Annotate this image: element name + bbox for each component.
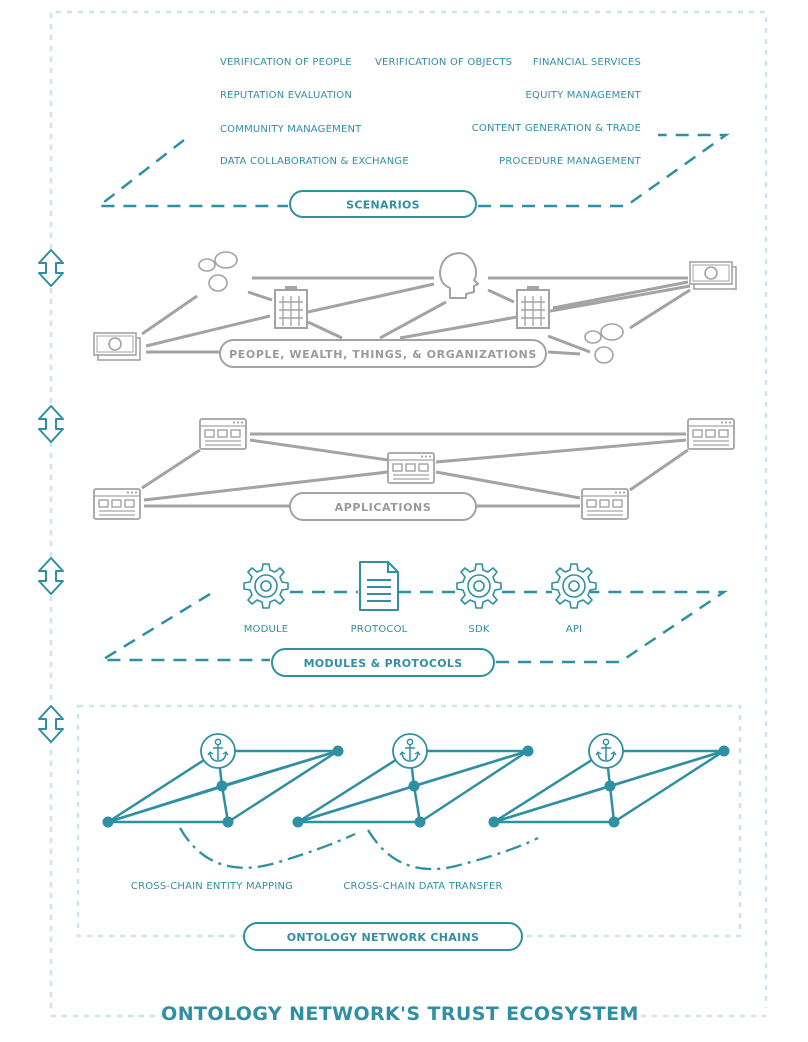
bidirectional-arrow-icon [38, 705, 64, 743]
api-label: API [566, 624, 582, 635]
scenario-item: VERIFICATION OF OBJECTS [375, 57, 512, 68]
chains-pill [243, 922, 523, 951]
app-window-icon [93, 488, 141, 520]
building-icon [274, 285, 308, 329]
scenario-item: COMMUNITY MANAGEMENT [220, 124, 362, 135]
chains-layer: CROSS-CHAIN ENTITY MAPPING CROSS-CHAIN D… [76, 704, 742, 951]
person-icon [439, 252, 479, 299]
chain-node [488, 816, 500, 828]
scenario-item: REPUTATION EVALUATION [220, 90, 352, 101]
chain-nodes [102, 745, 730, 828]
scenarios-plane [95, 133, 730, 208]
sdk-gear-icon [456, 563, 502, 609]
scenario-item: VERIFICATION OF PEOPLE [220, 57, 352, 68]
chain-node [718, 745, 730, 757]
chain-node [332, 745, 344, 757]
money-icon [689, 261, 737, 290]
scenario-item: CONTENT GENERATION & TRADE [472, 123, 641, 134]
building-icon [516, 285, 550, 329]
applications-network-lines [141, 432, 689, 508]
anchor-icon [200, 733, 236, 769]
protocol-label: PROTOCOL [351, 624, 408, 635]
chain-node [292, 816, 304, 828]
scenario-item: DATA COLLABORATION & EXCHANGE [220, 156, 409, 167]
module-label: MODULE [244, 624, 289, 635]
scenario-item: FINANCIAL SERVICES [533, 57, 641, 68]
anchor-icon [588, 733, 624, 769]
applications-label: APPLICATIONS [335, 501, 432, 514]
app-window-icon [387, 452, 435, 484]
applications-layer: APPLICATIONS [93, 418, 735, 521]
scenario-item: EQUITY MANAGEMENT [526, 90, 642, 101]
applications-pill [289, 492, 477, 521]
entities-pill [219, 339, 547, 368]
chain-node [216, 780, 228, 792]
chain-node [222, 816, 234, 828]
outer-frame [49, 10, 768, 1018]
protocol-document-icon [359, 561, 399, 611]
scenarios-layer: VERIFICATION OF PEOPLE VERIFICATION OF O… [95, 57, 730, 218]
coins-icon [584, 323, 624, 364]
modules-layer: MODULE PROTOCOL SDK API MODULES & PROTOC… [97, 561, 729, 677]
cross-chain-transfer-label: CROSS-CHAIN DATA TRANSFER [343, 881, 502, 892]
coins-icon [198, 251, 238, 292]
scenarios-pill [289, 190, 477, 218]
modules-plane [97, 590, 729, 664]
entities-layer: PEOPLE, WEALTH, THINGS, & ORGANIZATIONS [93, 251, 737, 368]
chain-node [414, 816, 426, 828]
cross-chain-link [367, 829, 539, 871]
scenario-item: PROCEDURE MANAGEMENT [499, 156, 642, 167]
chain-node [408, 780, 420, 792]
bidirectional-arrow-icon [38, 557, 64, 595]
modules-label: MODULES & PROTOCOLS [304, 657, 463, 670]
app-window-icon [687, 418, 735, 450]
chain-node [522, 745, 534, 757]
app-window-icon [199, 418, 247, 450]
entities-label: PEOPLE, WEALTH, THINGS, & ORGANIZATIONS [229, 348, 537, 361]
chain-node [608, 816, 620, 828]
bidirectional-arrow-icon [38, 249, 64, 287]
app-window-icon [581, 488, 629, 520]
chain-node [102, 816, 114, 828]
module-gear-icon [243, 563, 289, 609]
money-icon [93, 332, 141, 361]
cross-chain-mapping-label: CROSS-CHAIN ENTITY MAPPING [131, 881, 293, 892]
bidirectional-arrow-icon [38, 405, 64, 443]
scenarios-label: SCENARIOS [346, 199, 420, 212]
page-title: ONTOLOGY NETWORK'S TRUST ECOSYSTEM [161, 1003, 639, 1025]
api-gear-icon [551, 563, 597, 609]
cross-chain-link [179, 827, 356, 869]
anchor-icon [392, 733, 428, 769]
chains-label: ONTOLOGY NETWORK CHAINS [287, 931, 479, 944]
chain-node [604, 780, 616, 792]
sdk-label: SDK [468, 624, 489, 635]
modules-pill [271, 648, 495, 677]
